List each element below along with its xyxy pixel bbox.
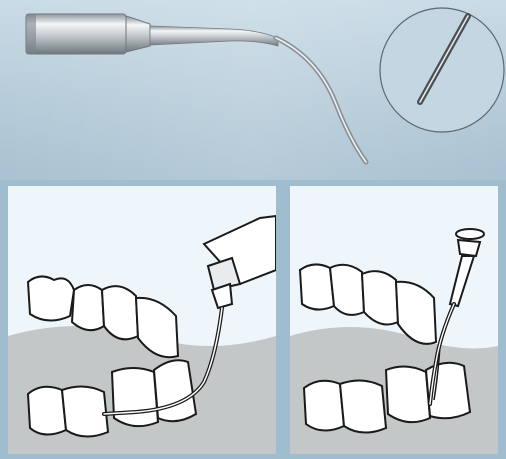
handpiece	[204, 216, 276, 308]
handpiece	[450, 229, 484, 306]
periodontal-pocket-illustration	[290, 186, 498, 454]
scaler-tip-illustration	[0, 0, 506, 180]
magnified-tip-inset	[380, 8, 504, 132]
lower-incisors-illustration	[8, 186, 276, 454]
panel-periodontal-pocket	[290, 186, 498, 454]
scaler-tip-photo	[0, 0, 506, 180]
panel-lower-incisors	[8, 186, 276, 454]
